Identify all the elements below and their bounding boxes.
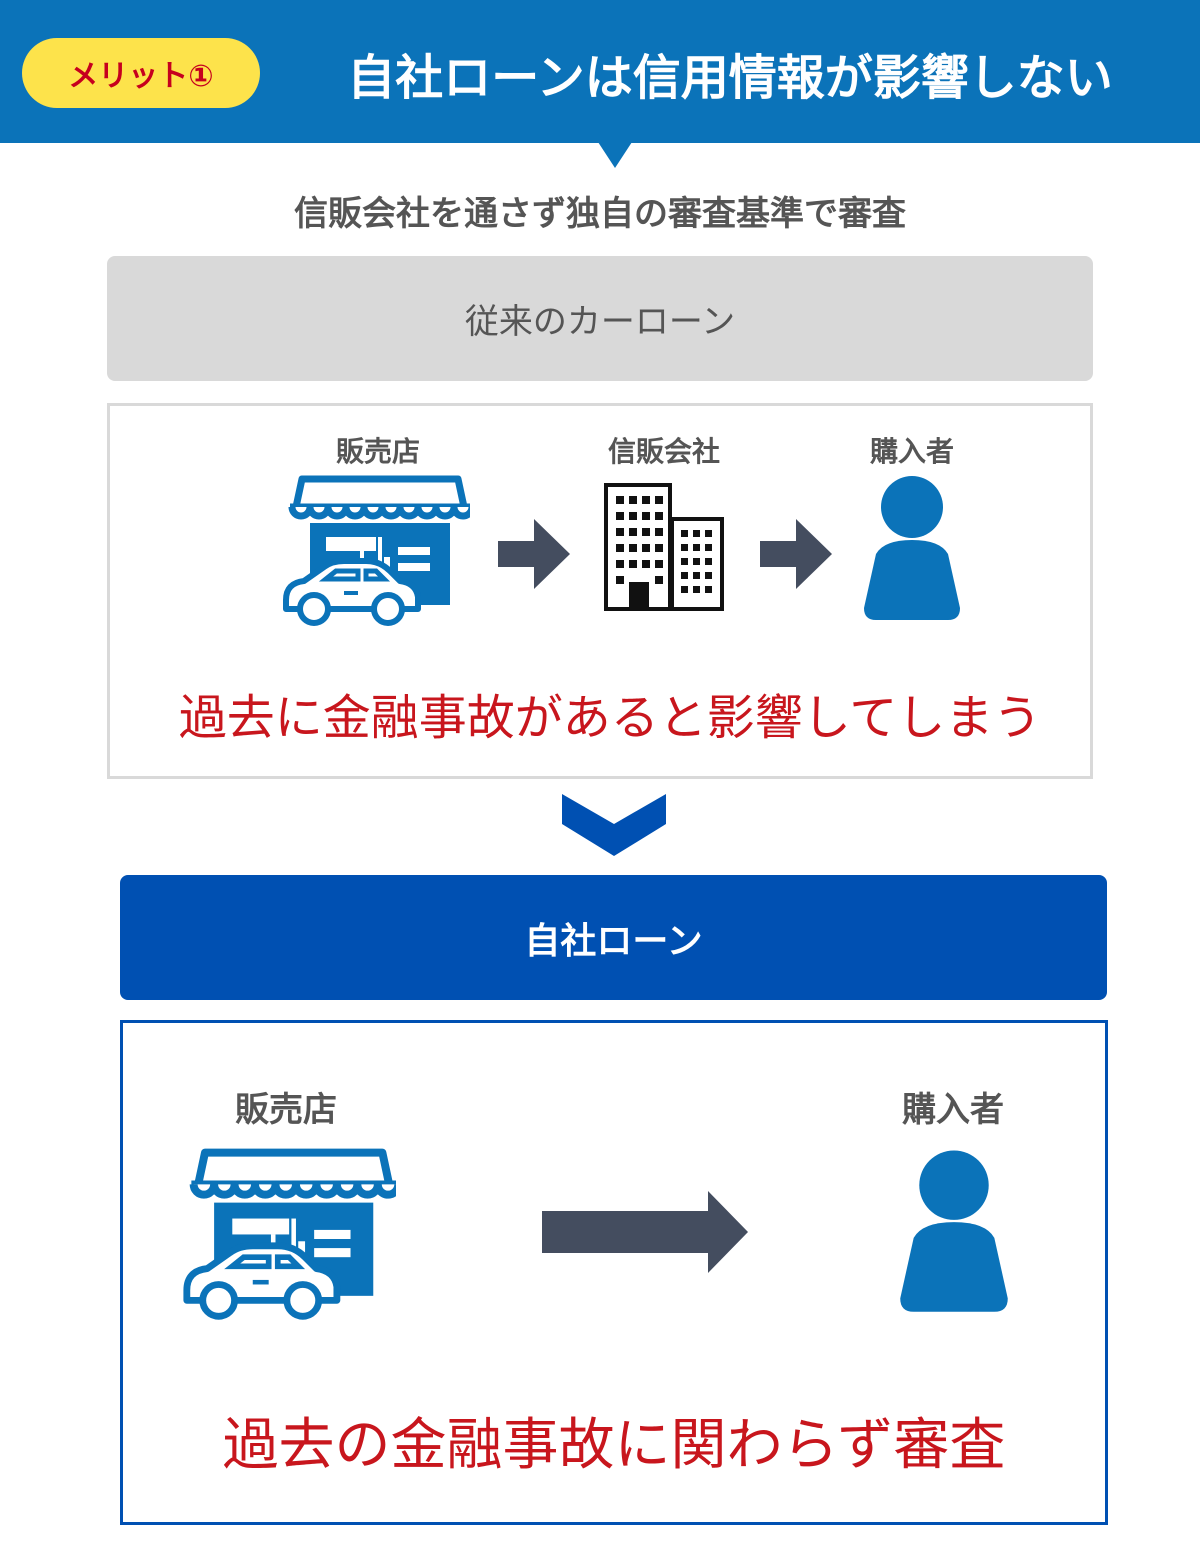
store-icon: [183, 1148, 396, 1320]
banner-pointer: [598, 142, 632, 168]
store-awning: [189, 1148, 396, 1199]
subtitle: 信販会社を通さず独自の審査基準で審査: [294, 194, 906, 234]
page-title: 自社ローンは信用情報が影響しない: [347, 50, 1113, 106]
conventional-loan-heading: 従来のカーローン: [107, 256, 1093, 381]
car-icon: [283, 558, 421, 626]
car-icon: [183, 1242, 341, 1320]
store-awning: [288, 475, 470, 520]
inhouse-caption: 過去の金融事故に関わらず審査: [222, 1413, 1006, 1478]
merit-badge: メリット①: [22, 38, 260, 108]
dealer-label: 販売店: [235, 1090, 337, 1130]
buyer-label: 購入者: [869, 435, 954, 468]
person-icon: [864, 476, 960, 620]
credit-company-label: 信販会社: [607, 435, 720, 468]
arrow-right-icon: [760, 519, 832, 589]
arrow-right-icon: [542, 1191, 748, 1273]
chevron-down-icon: [562, 794, 666, 856]
building-icon: [604, 483, 724, 611]
arrow-right-icon: [498, 519, 570, 589]
store-icon: [283, 475, 470, 626]
person-icon: [900, 1150, 1008, 1312]
inhouse-loan-heading: 自社ローン: [120, 875, 1107, 1000]
conventional-caption: 過去に金融事故があると影響してしまう: [178, 690, 1042, 746]
dealer-label: 販売店: [335, 435, 420, 468]
buyer-label: 購入者: [902, 1090, 1004, 1130]
